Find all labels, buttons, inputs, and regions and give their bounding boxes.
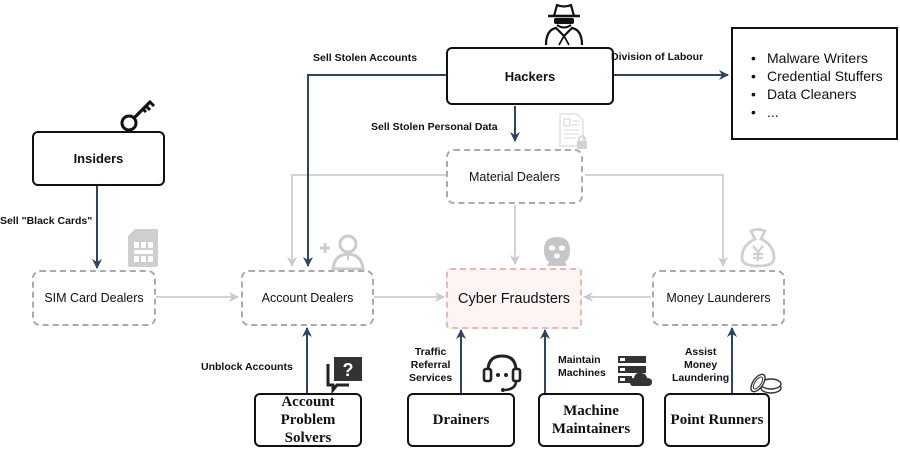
list-item: Credential Stuffers [751,67,896,85]
node-cyber-fraudsters-label: Cyber Fraudsters [457,290,570,307]
node-point-runners-label: Point Runners [670,412,764,428]
masked-face-icon [544,237,570,266]
svg-text:?: ? [343,360,354,380]
label-sell-stolen-accounts: Sell Stolen Accounts [313,52,418,64]
node-sim-card-dealers-label: SIM Card Dealers [44,291,144,305]
label-maintain-line-2: Machines [558,367,606,379]
node-hackers-label: Hackers [504,68,556,84]
node-sim-card-dealers[interactable]: SIM Card Dealers [32,270,156,326]
server-cloud-icon [618,356,652,386]
node-insiders-label: Insiders [73,151,124,166]
label-traffic-referral: Traffic Referral Services [409,346,452,385]
sim-card-icon [128,229,158,267]
question-chat-icon: ? [326,357,362,393]
node-insiders[interactable]: Insiders [32,131,165,186]
label-division-of-labour: Division of Labour [611,51,704,63]
label-assist-money-laundering: Assist Money Laundering [672,346,729,385]
node-machine-maintainers[interactable]: Machine Maintainers [538,393,644,447]
node-material-dealers[interactable]: Material Dealers [446,149,583,204]
spy-icon [544,3,584,46]
label-maintain-machines: Maintain Machines [558,354,606,380]
label-sell-black-cards: Sell "Black Cards" [0,215,93,227]
document-lock-icon [559,113,587,149]
node-material-dealers-label: Material Dealers [468,169,560,184]
node-account-dealers-label: Account Dealers [261,291,354,305]
label-traffic-line-2: Referral [410,359,451,371]
node-aps-line-3: Solvers [284,430,332,446]
node-mm-line-2: Maintainers [551,421,631,437]
label-assist-line-1: Assist [684,346,717,358]
label-traffic-line-3: Services [409,372,453,384]
headset-icon [482,354,522,392]
list-item: Malware Writers [751,49,896,67]
node-money-launderers-label: Money Launderers [666,291,771,305]
edge-hackers-to-account [303,74,447,267]
key-icon [120,99,156,132]
node-hackers[interactable]: Hackers [446,47,614,105]
label-assist-line-2: Money [683,359,718,371]
coins-icon [750,373,782,394]
node-aps-line-1: Account [281,394,335,410]
node-account-problem-solvers[interactable]: Account Problem Solvers [254,393,362,447]
money-bag-yen-icon [740,228,776,268]
edge-material-to-money [585,174,728,267]
node-aps-line-2: Problem [280,412,336,428]
label-assist-line-3: Laundering [672,372,730,384]
division-of-labour-list: Malware Writers Credential Stuffers Data… [731,27,898,140]
list-item: ... [751,103,896,121]
label-sell-stolen-personal-data: Sell Stolen Personal Data [371,121,498,133]
label-traffic-line-1: Traffic [414,346,447,358]
node-mm-line-1: Machine [563,403,619,419]
node-drainers[interactable]: Drainers [407,393,515,447]
node-account-dealers[interactable]: Account Dealers [241,270,374,326]
node-cyber-fraudsters[interactable]: Cyber Fraudsters [446,268,582,329]
node-drainers-label: Drainers [432,412,490,428]
add-user-icon [320,234,365,270]
list-item: Data Cleaners [751,85,896,103]
edge-material-to-account [287,174,446,267]
label-unblock-accounts: Unblock Accounts [201,361,293,373]
node-point-runners[interactable]: Point Runners [664,393,770,447]
node-money-launderers[interactable]: Money Launderers [652,270,785,326]
label-maintain-line-1: Maintain [558,354,601,366]
